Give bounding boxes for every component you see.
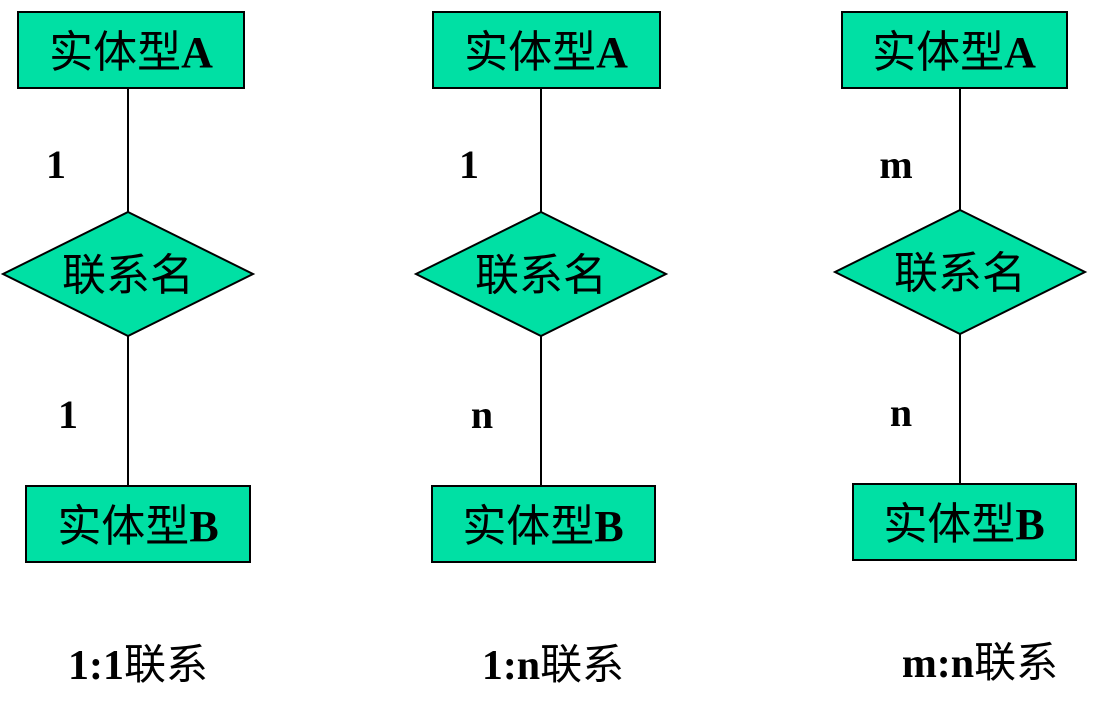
entity-a-letter: A	[596, 28, 628, 77]
entity-b-prefix: 实体型	[57, 501, 189, 552]
relationship-diamond	[0, 210, 256, 338]
er-diagram-one-to-one: 实体型A 联系名 实体型B 1 1 1:1联系	[0, 11, 256, 689]
entity-b-box	[25, 485, 251, 563]
entity-a-box	[17, 11, 245, 89]
relationship-diamond	[413, 210, 669, 338]
cardinality-a: m	[879, 142, 912, 187]
entity-b-box	[431, 485, 656, 563]
relationship-diamond	[832, 208, 1088, 336]
entity-a-label: 实体型A	[49, 27, 213, 78]
caption-suffix: 联系	[974, 638, 1058, 687]
entity-b-letter: B	[189, 502, 218, 551]
caption-many-to-many: m:n联系	[902, 638, 1058, 687]
er-diagram-many-to-many: 实体型A 联系名 实体型B m n m:n联系	[832, 11, 1088, 687]
entity-a-label: 实体型A	[464, 27, 628, 78]
entity-b-prefix: 实体型	[883, 499, 1015, 550]
caption-ratio: m:n	[902, 641, 974, 687]
caption-ratio: 1:n	[482, 643, 540, 689]
cardinality-a: 1	[46, 142, 66, 187]
entity-b-letter: B	[594, 502, 623, 551]
cardinality-b: n	[890, 390, 912, 435]
entity-a-box	[432, 11, 661, 89]
cardinality-b: n	[471, 392, 493, 437]
entity-a-letter: A	[181, 28, 213, 77]
caption-one-to-one: 1:1联系	[68, 640, 208, 689]
entity-a-box	[841, 11, 1068, 89]
entity-b-box	[852, 483, 1077, 561]
entity-a-label: 实体型A	[872, 27, 1036, 78]
cardinality-a: 1	[459, 142, 479, 187]
entity-a-letter: A	[1004, 28, 1036, 77]
entity-b-letter: B	[1015, 500, 1044, 549]
entity-b-label: 实体型B	[462, 501, 623, 552]
caption-suffix: 联系	[124, 640, 208, 689]
entity-a-prefix: 实体型	[464, 27, 596, 78]
caption-ratio: 1:1	[68, 643, 124, 689]
entity-b-prefix: 实体型	[462, 501, 594, 552]
caption-suffix: 联系	[540, 640, 624, 689]
er-diagram-one-to-many: 实体型A 联系名 实体型B 1 n 1:n联系	[413, 11, 669, 689]
entity-b-label: 实体型B	[57, 501, 218, 552]
relationship-label: 联系名	[62, 250, 194, 301]
caption-one-to-many: 1:n联系	[482, 640, 624, 689]
relationship-label: 联系名	[475, 250, 607, 301]
cardinality-b: 1	[58, 392, 78, 437]
entity-a-prefix: 实体型	[49, 27, 181, 78]
entity-b-label: 实体型B	[883, 499, 1044, 550]
entity-a-prefix: 实体型	[872, 27, 1004, 78]
relationship-label: 联系名	[894, 248, 1026, 299]
